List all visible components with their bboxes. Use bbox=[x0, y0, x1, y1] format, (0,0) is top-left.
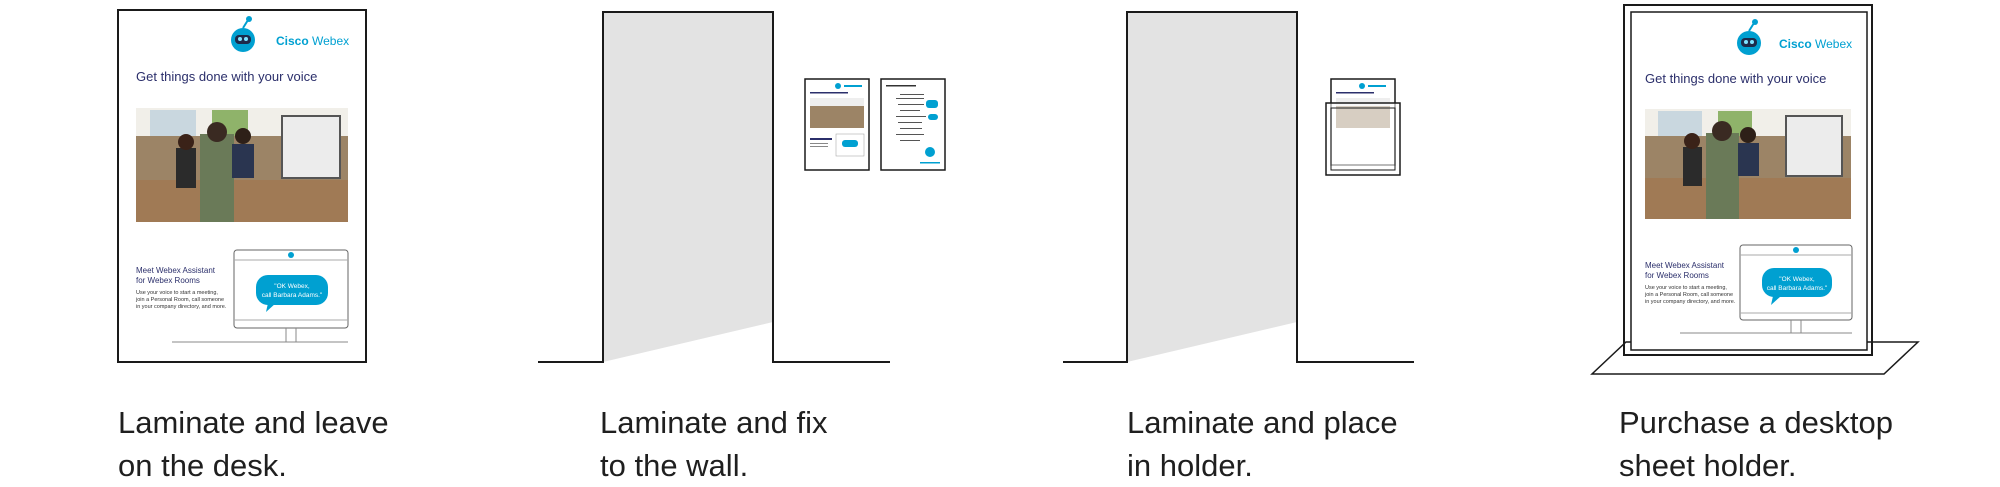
caption-desk-line1: Laminate and leave bbox=[118, 405, 389, 440]
body-line3: in your company directory, and more. bbox=[136, 304, 227, 310]
caption-desk: Laminate and leave on the desk. bbox=[118, 401, 389, 487]
body-line3: in your company directory, and more. bbox=[1645, 299, 1736, 305]
option-wall: Laminate and fix to the wall. bbox=[500, 0, 1000, 483]
bubble-line1: "OK Webex, bbox=[1779, 276, 1815, 283]
meet-title-line2: for Webex Rooms bbox=[1645, 271, 1709, 280]
wall-mounted-illustration bbox=[538, 11, 946, 363]
meet-title-line1: Meet Webex Assistant bbox=[1645, 261, 1725, 270]
body-line2: join a Personal Room, call someone bbox=[135, 297, 224, 303]
caption-desktop-holder-line2: sheet holder. bbox=[1619, 448, 1797, 483]
option-holder: Laminate and place in holder. bbox=[1000, 0, 1500, 483]
brand-logo-text: Cisco Webex bbox=[1779, 37, 1852, 51]
desktop-holder-illustration: Cisco Webex Get things done with your vo… bbox=[1590, 4, 1920, 375]
bubble-line2: call Barbara Adams." bbox=[1767, 285, 1828, 292]
wall-outline bbox=[1063, 11, 1414, 363]
option-desktop-holder: Cisco Webex Get things done with your vo… bbox=[1500, 0, 2000, 483]
webex-assistant-robot-icon bbox=[1737, 19, 1761, 55]
brand-rest: Webex bbox=[309, 34, 349, 48]
caption-desktop-holder: Purchase a desktop sheet holder. bbox=[1619, 401, 1893, 487]
brand-bold: Cisco bbox=[276, 34, 309, 48]
poster-headline: Get things done with your voice bbox=[1645, 71, 1826, 86]
caption-desk-line2: on the desk. bbox=[118, 448, 287, 483]
webex-assistant-robot-icon bbox=[231, 16, 255, 52]
speech-bubble: "OK Webex, call Barbara Adams." bbox=[1762, 268, 1832, 305]
caption-holder-line1: Laminate and place bbox=[1127, 405, 1398, 440]
brand-bold: Cisco bbox=[1779, 37, 1812, 51]
caption-wall-line1: Laminate and fix bbox=[600, 405, 828, 440]
meeting-room-photo bbox=[1645, 109, 1851, 219]
bubble-line1: "OK Webex, bbox=[274, 283, 310, 290]
body-line1: Use your voice to start a meeting, bbox=[136, 290, 218, 296]
wall-poster-back bbox=[880, 78, 946, 171]
caption-wall-line2: to the wall. bbox=[600, 448, 749, 483]
wall-poster-front bbox=[804, 78, 870, 171]
caption-holder-line2: in holder. bbox=[1127, 448, 1253, 483]
brand-rest: Webex bbox=[1812, 37, 1852, 51]
acrylic-holder-inner bbox=[1330, 107, 1396, 171]
acrylic-holder-pocket bbox=[1325, 102, 1401, 176]
bubble-line2: call Barbara Adams." bbox=[262, 292, 323, 299]
meeting-room-photo bbox=[136, 108, 348, 222]
wall-holder-illustration bbox=[1063, 11, 1414, 363]
speech-bubble: "OK Webex, call Barbara Adams." bbox=[256, 275, 328, 312]
holder-outer-frame bbox=[1623, 4, 1873, 356]
poster-headline: Get things done with your voice bbox=[136, 69, 317, 84]
brand-logo-text: Cisco Webex bbox=[276, 34, 349, 48]
meet-title-line1: Meet Webex Assistant bbox=[136, 266, 216, 275]
body-line1: Use your voice to start a meeting, bbox=[1645, 285, 1727, 291]
meet-title-line2: for Webex Rooms bbox=[136, 276, 200, 285]
door-shade bbox=[603, 12, 773, 362]
body-line2: join a Personal Room, call someone bbox=[1644, 292, 1733, 298]
caption-holder: Laminate and place in holder. bbox=[1127, 401, 1398, 487]
desk-poster-illustration: Cisco Webex Get things done with your vo… bbox=[117, 9, 367, 363]
caption-wall: Laminate and fix to the wall. bbox=[600, 401, 827, 487]
door-shade bbox=[1127, 12, 1297, 362]
wall-outline bbox=[538, 11, 890, 363]
option-desk: Cisco Webex Get things done with your vo… bbox=[0, 0, 500, 483]
caption-desktop-holder-line1: Purchase a desktop bbox=[1619, 405, 1894, 440]
